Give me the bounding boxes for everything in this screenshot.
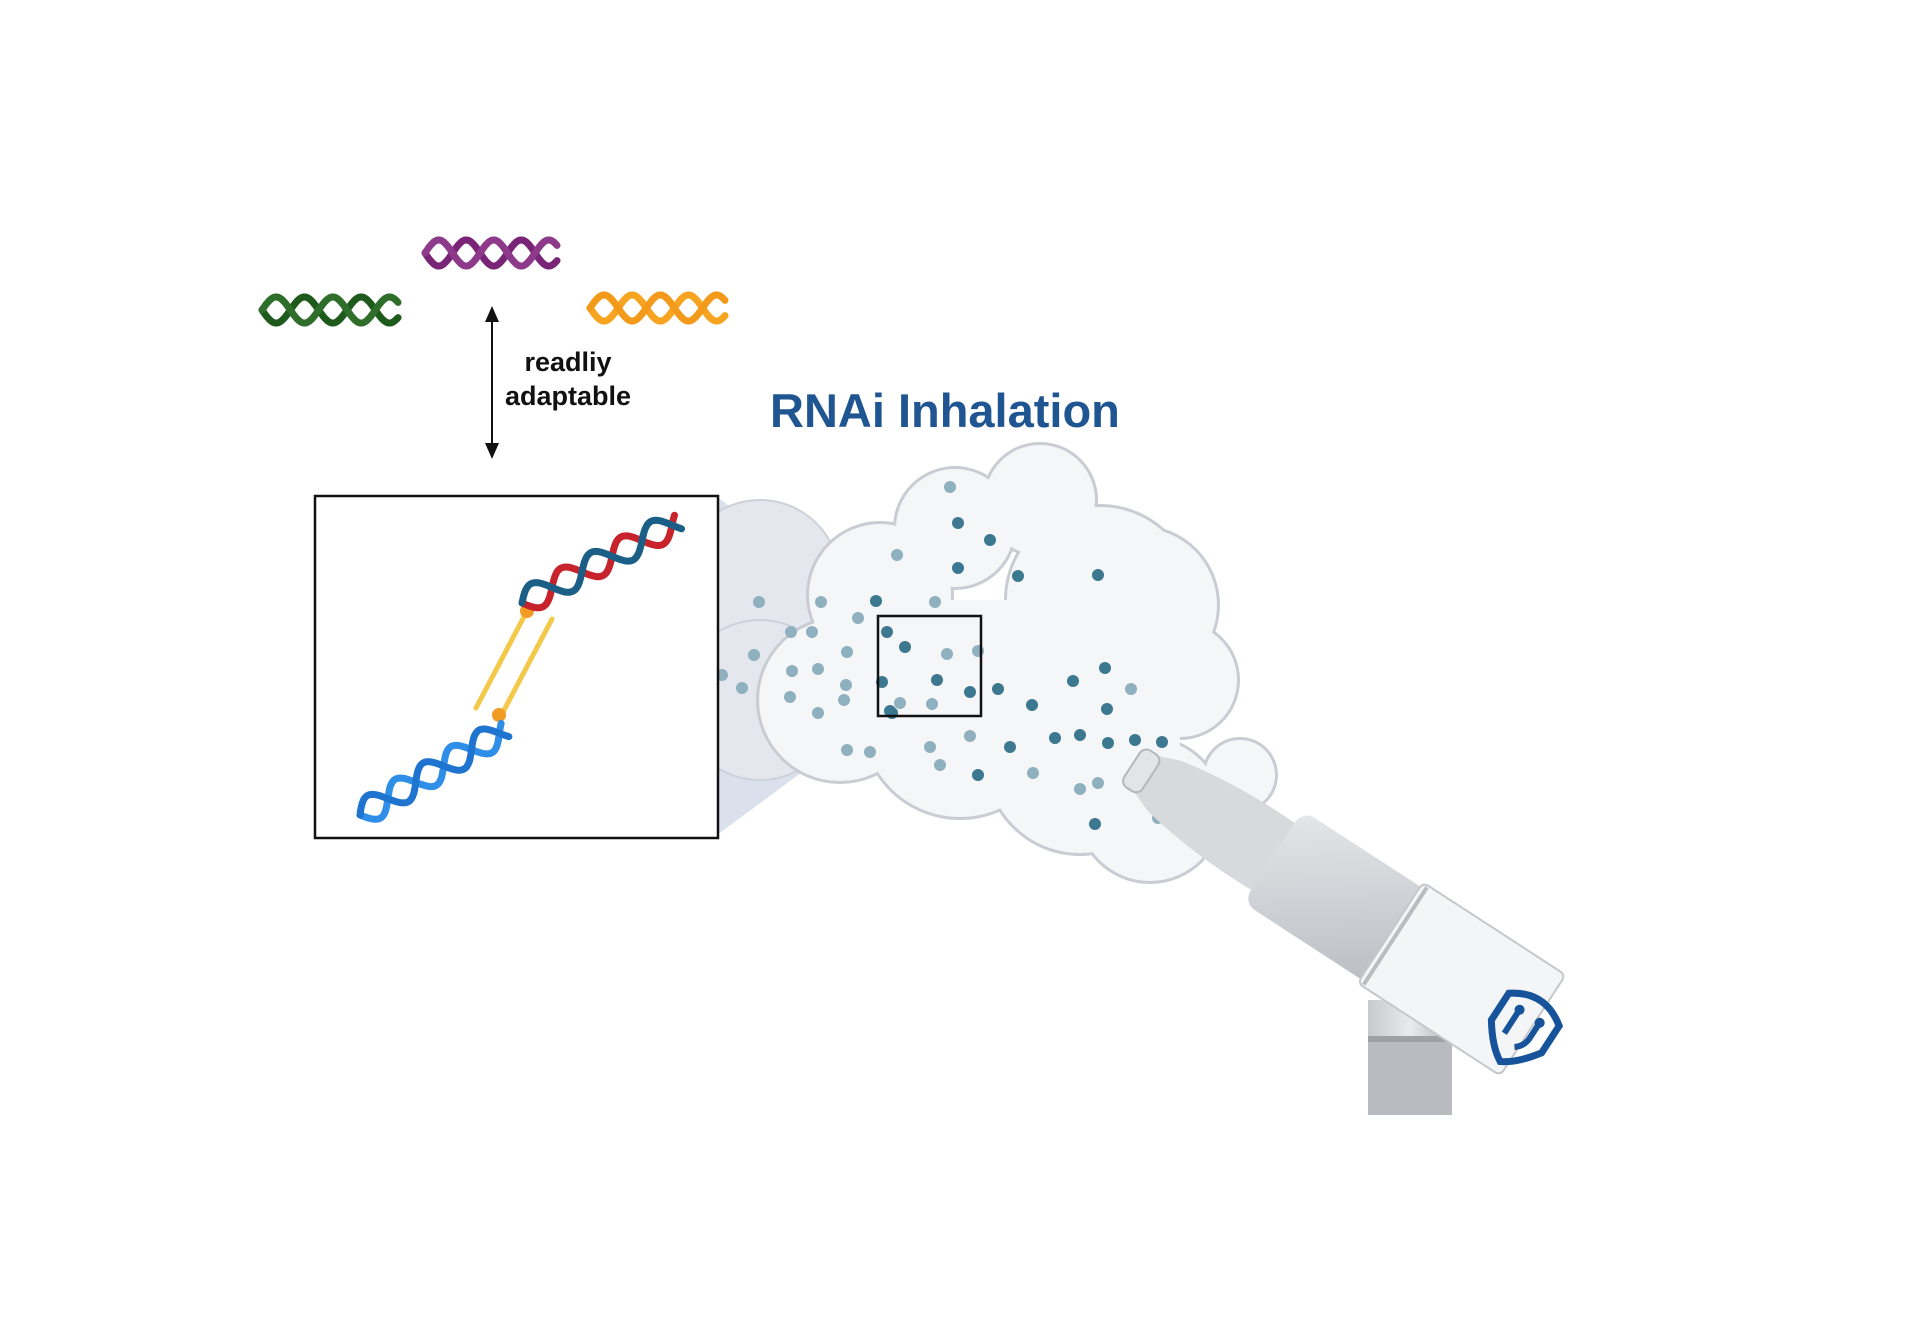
diagram-title: RNAi Inhalation (770, 384, 1120, 437)
particle (1049, 732, 1061, 744)
particle (784, 691, 796, 703)
particle (1012, 570, 1024, 582)
particle (1129, 734, 1141, 746)
particle (748, 649, 760, 661)
nebulizer-icon (1122, 748, 1565, 1115)
particle (899, 641, 911, 653)
particle (894, 697, 906, 709)
adaptable-label-line1: readliy (524, 347, 612, 377)
particle (964, 686, 976, 698)
adaptable-label: readliy adaptable (478, 345, 658, 413)
particle (952, 517, 964, 529)
helix-top-red-navy (518, 511, 685, 612)
inset-box (313, 494, 720, 840)
particle (840, 679, 852, 691)
particle (972, 769, 984, 781)
particle (1027, 767, 1039, 779)
particle (864, 746, 876, 758)
adaptable-label-line2: adaptable (504, 381, 632, 411)
particle (1067, 675, 1079, 687)
particle (1099, 662, 1111, 674)
particle (806, 626, 818, 638)
particle (881, 626, 893, 638)
particle (924, 741, 936, 753)
particle (926, 698, 938, 710)
particle (870, 595, 882, 607)
particle (944, 481, 956, 493)
particle (841, 744, 853, 756)
helices (258, 236, 729, 823)
particle (736, 682, 748, 694)
particle (1074, 783, 1086, 795)
particle (1004, 741, 1016, 753)
adaptable-arrow (485, 306, 499, 459)
particle (1102, 737, 1114, 749)
particle (785, 626, 797, 638)
particle (815, 596, 827, 608)
particle (884, 705, 896, 717)
particle (786, 665, 798, 677)
particle (984, 534, 996, 546)
particle (1092, 777, 1104, 789)
particle (929, 596, 941, 608)
particle (891, 549, 903, 561)
particle (1092, 569, 1104, 581)
particle (952, 562, 964, 574)
helix-green (258, 293, 402, 327)
helix-purple (421, 236, 561, 270)
particle (934, 759, 946, 771)
particle (812, 707, 824, 719)
particle (838, 694, 850, 706)
particle (1101, 703, 1113, 715)
particle (753, 596, 765, 608)
linker-node-bottom (492, 708, 506, 722)
particle (941, 648, 953, 660)
shield-logo-icon (1487, 989, 1564, 1066)
particle (1026, 699, 1038, 711)
particle (1156, 736, 1168, 748)
particle (992, 683, 1004, 695)
particle (1125, 683, 1137, 695)
particle (1089, 818, 1101, 830)
particle (841, 646, 853, 658)
zoom-region-box (876, 614, 983, 718)
particle (812, 663, 824, 675)
particle (852, 612, 864, 624)
helix-bottom-blue (356, 719, 513, 823)
helix-orange (586, 291, 729, 325)
linker (473, 608, 555, 717)
particle (964, 730, 976, 742)
particle (1074, 729, 1086, 741)
particle (931, 674, 943, 686)
